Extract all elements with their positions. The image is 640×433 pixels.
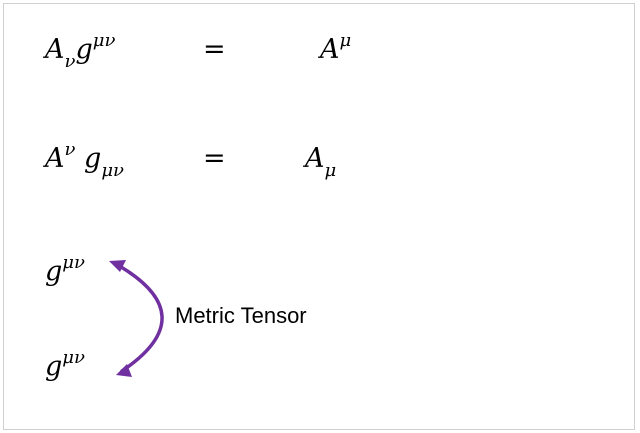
eq1-lhs-sup-mu-nu: μν xyxy=(92,30,116,51)
eq2-lhs-base-g: g xyxy=(84,143,102,174)
metric-tensor-top: gμν xyxy=(45,254,85,287)
double-headed-curved-arrow xyxy=(109,260,164,377)
diagram-frame xyxy=(3,3,635,430)
arrow-head-bottom xyxy=(116,364,132,377)
eq2-rhs-base-a: A xyxy=(305,143,325,174)
metric-tensor-label: Metric Tensor xyxy=(175,303,307,328)
eq2-lhs-sup-nu: ν xyxy=(64,139,76,160)
eq1-lhs-base-g: g xyxy=(75,34,93,65)
metric-top-sup-mu-nu: μν xyxy=(62,252,85,273)
metric-bottom-sup-mu-nu: μν xyxy=(62,347,85,368)
eq2-rhs-sub-mu: μ xyxy=(324,160,337,181)
eq1-rhs-base-a: A xyxy=(320,34,340,65)
equation-2-lhs: Aν gμν xyxy=(45,141,124,180)
metric-top-base-g: g xyxy=(45,256,63,287)
equation-1-rhs: Aμ xyxy=(320,32,351,65)
metric-tensor-bottom: gμν xyxy=(45,349,85,382)
eq2-lhs-base-a: A xyxy=(45,143,65,174)
equation-2-rhs: Aμ xyxy=(305,143,336,180)
eq2-lhs-sub-mu-nu: μν xyxy=(101,160,124,181)
eq1-lhs-base-a: A xyxy=(45,34,65,65)
eq1-rhs-sup-mu: μ xyxy=(339,30,352,51)
arrow-head-top xyxy=(109,260,126,272)
equation-1-lhs: Aνgμν xyxy=(45,32,115,71)
equation-1-operator: = xyxy=(203,34,226,65)
equation-2-operator: = xyxy=(203,143,226,174)
metric-bottom-base-g: g xyxy=(45,351,63,382)
arrow-curve xyxy=(114,262,164,373)
eq1-lhs-sub-nu: ν xyxy=(64,51,76,72)
